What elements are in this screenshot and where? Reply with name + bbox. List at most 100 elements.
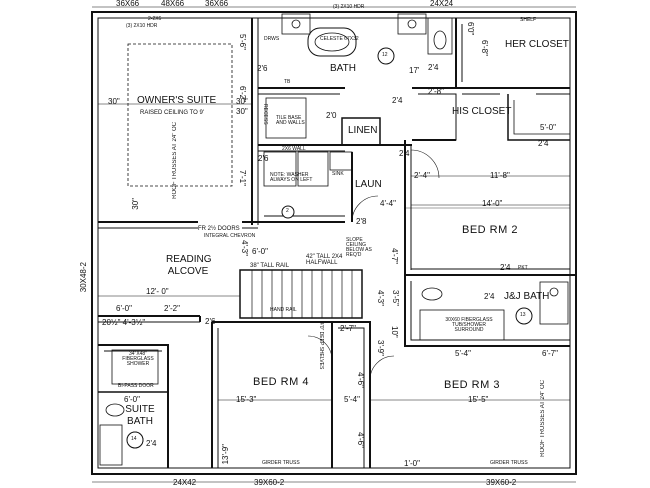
dim-4-4: 4'-4" xyxy=(380,199,396,208)
dim-2-2: 2'-2" xyxy=(164,304,180,313)
dim-2-6-c: 2'6 xyxy=(205,317,216,326)
note-pkt: PKT xyxy=(518,265,528,271)
dim-2-4-f: 2'4 xyxy=(484,292,495,301)
dim-30-d: 30" xyxy=(236,107,248,116)
dim-4-6-b: 4'-6" xyxy=(356,432,365,448)
room-label-reading-alcove: READING ALCOVE xyxy=(166,254,212,277)
note-tile: TILE BASE AND WALLS xyxy=(276,115,305,126)
note-fr-doors-sub: INTEGRAL CHEVRON xyxy=(204,233,256,239)
note-deep-shelves: 4'0" DEEP SHELVES xyxy=(318,322,324,370)
note-girder-2: GIRDER TRUSS xyxy=(490,460,528,466)
note-slope-ceiling: SLOPE CEILING BELOW AS REQ'D xyxy=(346,237,372,258)
note-drws: DRWS xyxy=(264,36,280,42)
top-dim-3: 36X66 xyxy=(205,0,229,8)
room-label-bed-rm-4: BED RM 4 xyxy=(253,376,309,388)
bottom-dim-4: 39X60-2 xyxy=(486,478,517,487)
note-tb: TB xyxy=(284,79,291,85)
dim-15-5: 15'-5" xyxy=(468,395,489,404)
dim-15-3: 15'-3" xyxy=(236,395,257,404)
tag-12: 12 xyxy=(382,52,388,58)
tag-circle-14 xyxy=(126,431,144,449)
left-dim: 30X48-2 xyxy=(79,262,88,293)
dim-6-0-c: 6'-0" xyxy=(116,304,132,313)
tag-13: 13 xyxy=(520,312,526,318)
note-halfwall: 42" TALL 2X4 HALFWALL xyxy=(306,254,343,266)
dim-2-4-d: 2'4 xyxy=(538,139,549,148)
top-dim-4: 24X24 xyxy=(430,0,454,8)
dim-30-b: 30" xyxy=(236,97,248,106)
tag-circle-13 xyxy=(515,307,533,325)
tag-14: 14 xyxy=(131,436,137,442)
dim-30-c: 30" xyxy=(131,198,140,210)
dim-2-4-e: 2'4 xyxy=(500,263,511,272)
dim-30-a: 30" xyxy=(108,97,120,106)
note-roof-trusses-2: ROOF TRUSSES AT 24" OC xyxy=(540,380,546,457)
top-dim-2: 48X66 xyxy=(161,0,185,8)
room-label-laun: LAUN xyxy=(355,179,382,190)
room-label-her-closet: HER CLOSET xyxy=(505,39,569,50)
dim-2-0: 2'0 xyxy=(326,111,337,120)
room-label-bath: BATH xyxy=(330,63,356,74)
note-hand-rail: HAND RAIL xyxy=(270,307,297,313)
sink-label: SINK xyxy=(332,171,344,177)
room-label-bed-rm-3: BED RM 3 xyxy=(444,379,500,391)
note-2-2x6: 2-2X6 xyxy=(148,16,162,22)
dim-5-4-b: 5'-4" xyxy=(344,395,360,404)
dim-2-4-g: 2'4 xyxy=(146,439,157,448)
note-wall: 2X6 WALL xyxy=(282,146,306,152)
dim-2-4-c: 2'4 xyxy=(399,149,410,158)
note-bipass-door: BI-PASS DOOR xyxy=(118,383,154,389)
room-label-bed-rm-2: BED RM 2 xyxy=(462,224,518,236)
dim-2-6-a: 2'6 xyxy=(257,64,268,73)
bottom-dim-1: 24X42 xyxy=(173,478,197,487)
dim-2-8: 2'-8" xyxy=(428,87,444,96)
room-label-suite-bath: SUITE BATH xyxy=(125,404,155,427)
dim-6-2: 6'-2" xyxy=(238,86,247,102)
dim-6-7: 6'-7" xyxy=(542,349,558,358)
room-label-owners-suite: OWNER'S SUITE xyxy=(137,95,217,106)
note-raised-ceiling: RAISED CEILING TO 9' xyxy=(140,110,204,116)
dim-4-6-a: 4'-6" xyxy=(356,372,365,388)
dim-20-half: 20½" 4'-3½" xyxy=(102,318,146,327)
dim-4-7: 4'-7" xyxy=(390,248,399,264)
note-header-suite: (3) 2X10 HDR xyxy=(126,23,158,29)
dim-5-6: 5'-6" xyxy=(238,34,247,50)
bottom-dim-3: 1'-0" xyxy=(404,459,420,468)
tag-circle-2 xyxy=(281,205,295,219)
bottom-dim-2: 39X60-2 xyxy=(254,478,285,487)
dim-13-9: 13'-9" xyxy=(221,444,230,465)
top-dim-1: 36X66 xyxy=(116,0,140,8)
note-recess: RECESS xyxy=(262,104,268,125)
dim-14-0: 14'-0" xyxy=(482,199,503,208)
note-shelf: SHELF xyxy=(520,17,537,23)
dim-3-5: 3'-5" xyxy=(391,290,400,306)
dim-2-4-b: 2'4 xyxy=(392,96,403,105)
dim-3-9: 3'-9" xyxy=(376,340,385,356)
note-tub-surround: 30X60 FIBERGLASS TUB/SHOWER SURROUND xyxy=(445,317,493,333)
dim-5-0: 5'-0" xyxy=(540,123,556,132)
dim-6-0-d: 6'-0" xyxy=(124,395,140,404)
note-tall-rail: 38" TALL RAIL xyxy=(250,263,290,269)
dim-7-1: 7'-1" xyxy=(238,170,247,186)
tag-circle-12 xyxy=(377,47,395,65)
dim-10: 10" xyxy=(390,326,399,338)
note-header-bath: (3) 2X10 HDR xyxy=(333,4,365,10)
dim-2-4-a: 2'4 xyxy=(428,63,439,72)
dim-11-8: 11'-8" xyxy=(490,171,510,180)
room-label-linen: LINEN xyxy=(348,125,378,136)
dim-17: 17' xyxy=(409,66,420,75)
dim-12-0: 12'- 0" xyxy=(146,287,169,296)
dim-5-4: 5'-4" xyxy=(455,349,471,358)
note-girder-1: GIRDER TRUSS xyxy=(262,460,300,466)
tag-2: 2 xyxy=(286,208,289,214)
room-label-jj-bath: J&J BATH xyxy=(504,291,550,302)
tub-label: CELESTE 67X32 xyxy=(320,36,359,42)
dim-6-8: 6'-8" xyxy=(480,40,489,56)
dim-2-8-b: 2'8 xyxy=(356,217,367,226)
dim-4-3: 4'-3" xyxy=(240,240,249,256)
note-shower: 34"X48" FIBERGLASS SHOWER xyxy=(122,351,154,367)
room-label-his-closet: HIS CLOSET xyxy=(452,106,512,117)
dim-2-7: 2'-7" xyxy=(340,324,356,333)
